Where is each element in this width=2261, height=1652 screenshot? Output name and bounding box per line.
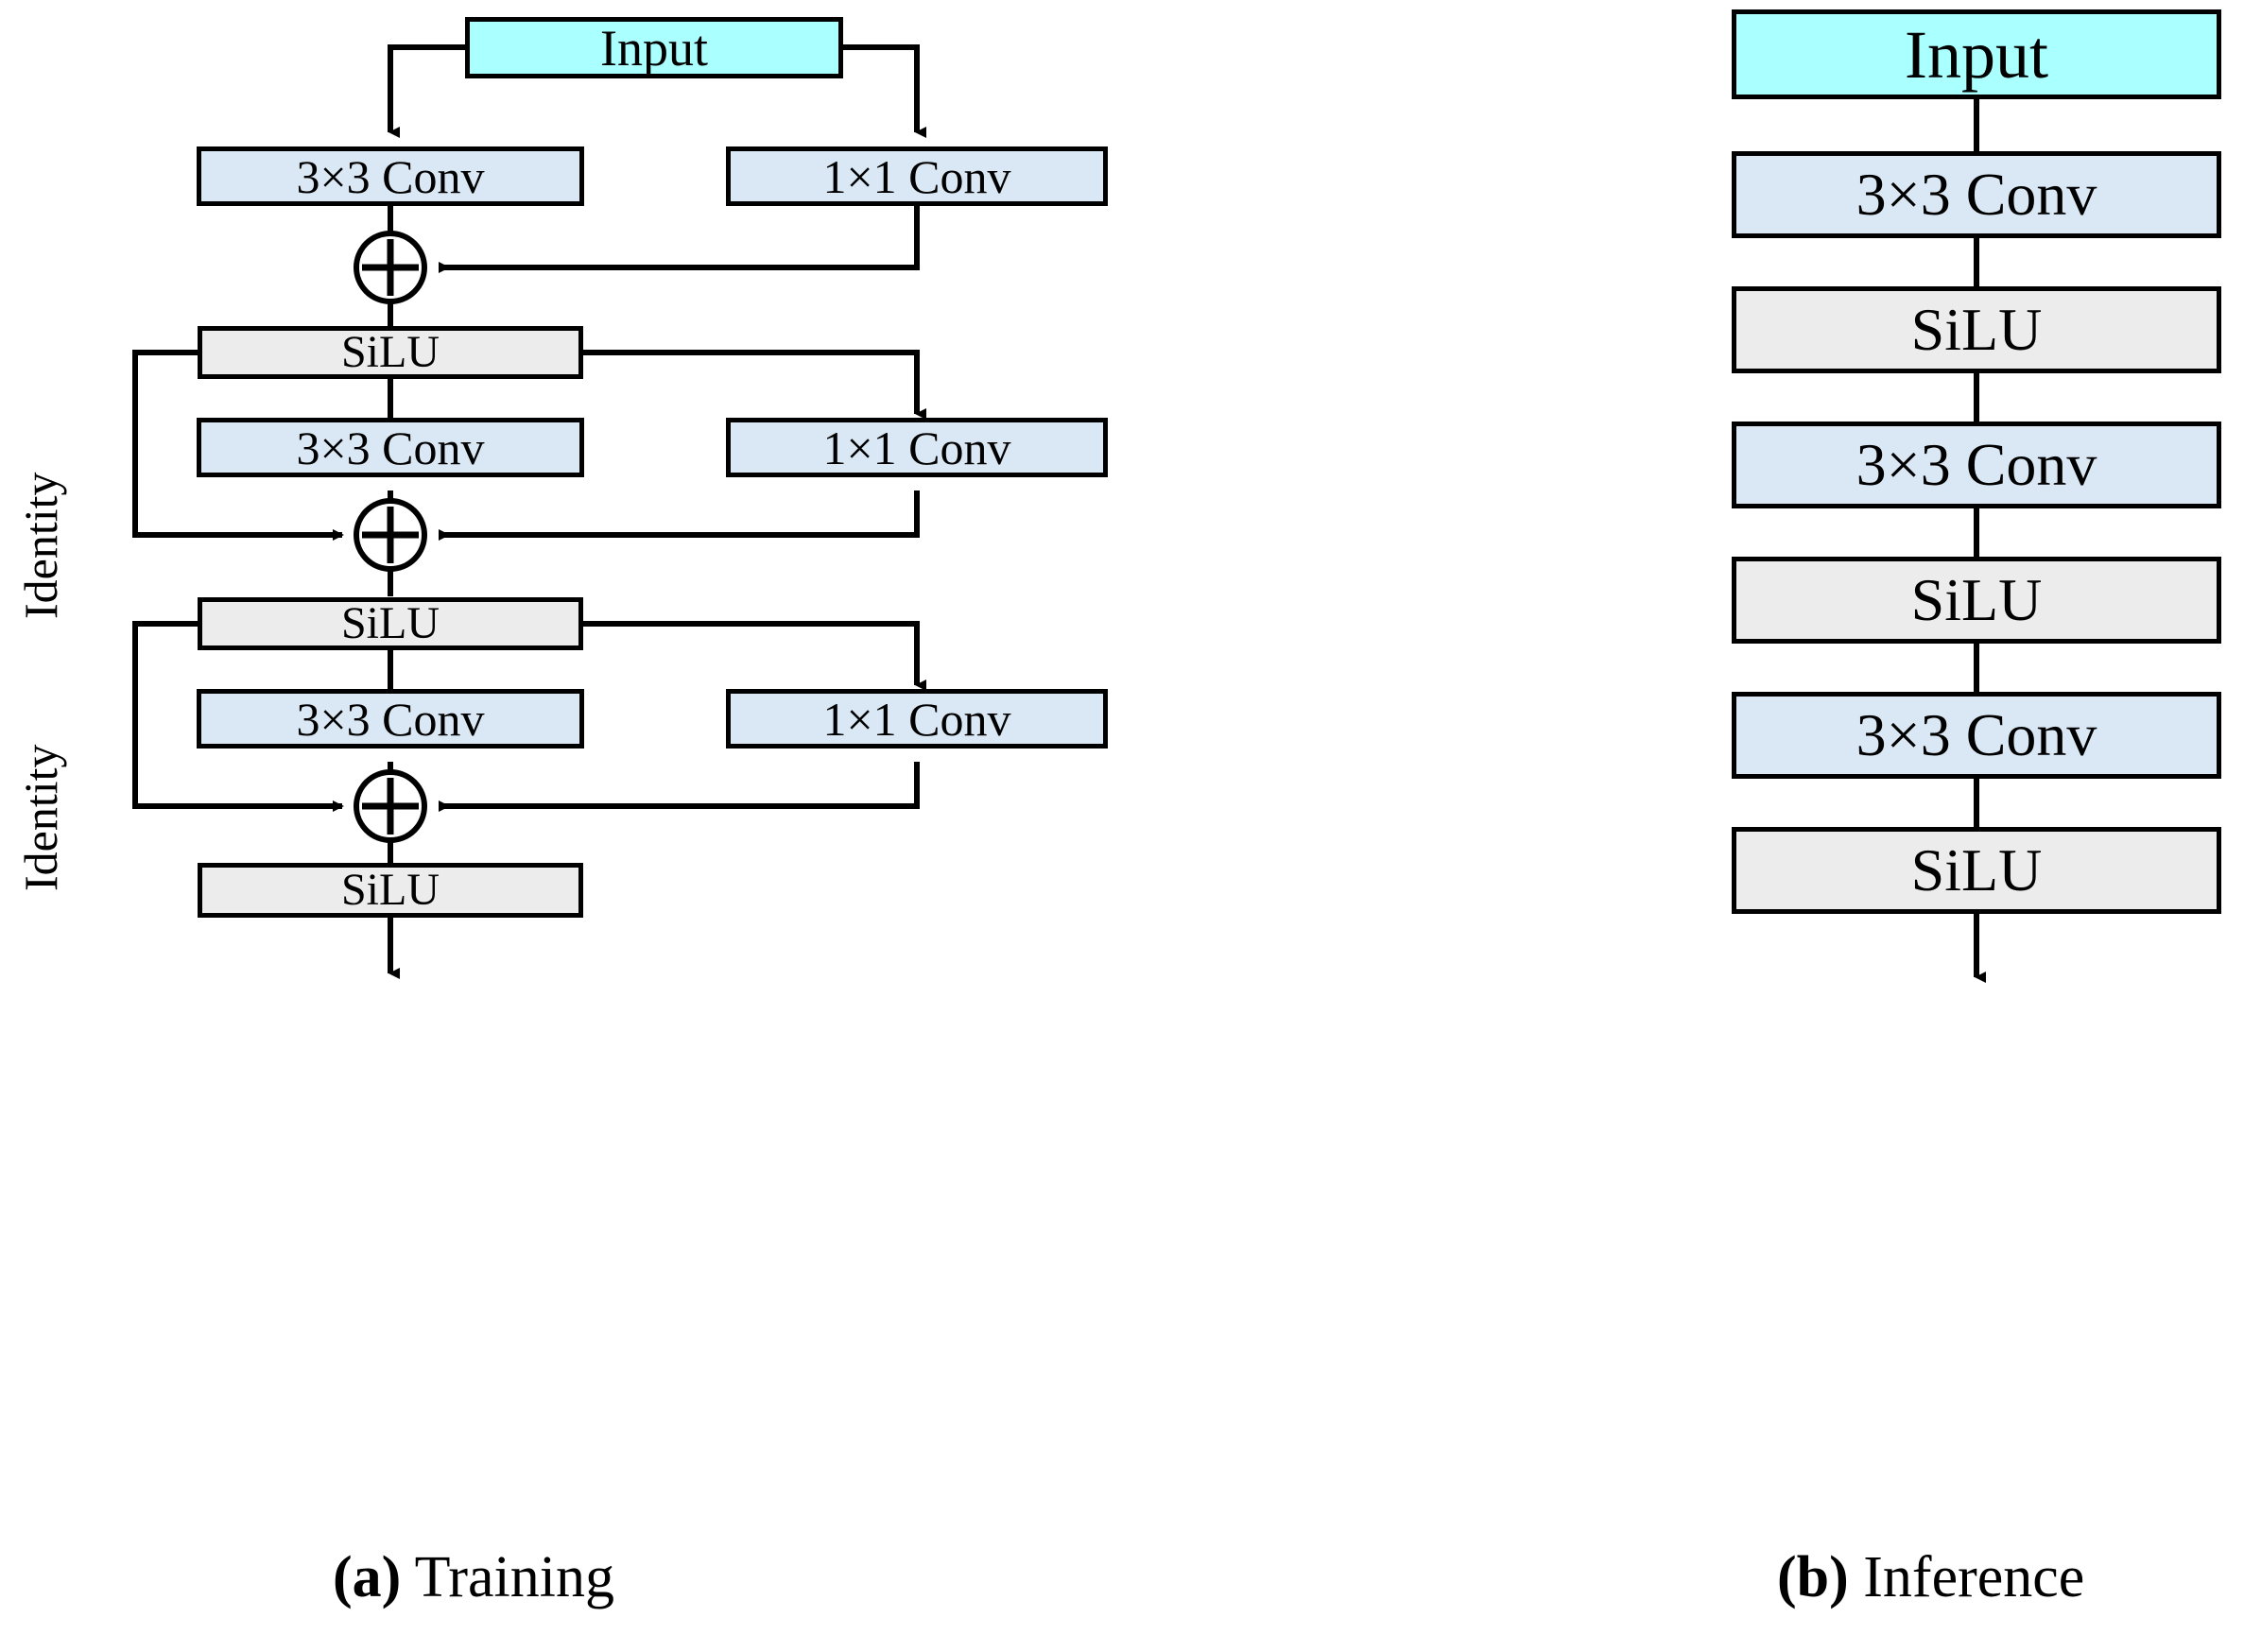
node-label: SiLU [1910, 836, 2043, 903]
node-label: 3×3 Conv [1855, 701, 2097, 768]
node-b-conv-2[interactable]: 3×3 Conv [1732, 422, 2221, 508]
wire-conv1-1-to-add-1 [439, 206, 920, 273]
node-b-conv-1[interactable]: 3×3 Conv [1732, 151, 2221, 238]
node-a-conv1-3[interactable]: 1×1 Conv [726, 689, 1108, 749]
add-node-1 [354, 231, 427, 304]
node-label: 1×1 Conv [822, 692, 1011, 746]
node-label: 3×3 Conv [296, 149, 485, 203]
node-a-silu-2[interactable]: SiLU [198, 597, 583, 650]
node-label: Input [1905, 16, 2048, 93]
wire-conv1-3-to-add-3 [439, 762, 920, 812]
add-nodes-layer [354, 231, 427, 843]
node-label: 3×3 Conv [1855, 431, 2097, 498]
node-label: SiLU [340, 865, 440, 915]
node-label: 3×3 Conv [296, 692, 485, 746]
node-label: 1×1 Conv [822, 149, 1011, 203]
add-node-2 [354, 498, 427, 572]
node-a-silu-1[interactable]: SiLU [198, 326, 583, 379]
node-b-conv-3[interactable]: 3×3 Conv [1732, 692, 2221, 779]
wire-input-to-conv3-1 [388, 44, 465, 138]
wire-silu-1-to-conv1-2 [583, 350, 926, 420]
node-label: 1×1 Conv [822, 421, 1011, 474]
caption-text: Training [401, 1545, 614, 1609]
wire-conv1-2-to-add-2 [439, 490, 920, 541]
caption-tag: (a) [333, 1545, 402, 1609]
node-a-conv3-2[interactable]: 3×3 Conv [197, 418, 584, 477]
node-a-silu-3[interactable]: SiLU [198, 863, 583, 918]
node-a-conv3-1[interactable]: 3×3 Conv [197, 146, 584, 206]
caption-panel-b: (b) Inference [1777, 1548, 2084, 1607]
node-b-silu-3[interactable]: SiLU [1732, 827, 2221, 914]
node-a-conv1-2[interactable]: 1×1 Conv [726, 418, 1108, 477]
node-label: SiLU [1910, 296, 2043, 363]
wire-silu-2-to-conv1-3 [583, 621, 926, 691]
node-label: 3×3 Conv [296, 421, 485, 474]
node-label: Input [600, 19, 708, 77]
caption-text: Inference [1848, 1545, 2085, 1609]
identity-label-2: Identity [14, 744, 67, 891]
identity-label-1: Identity [14, 472, 67, 619]
node-label: SiLU [1910, 566, 2043, 633]
node-label: SiLU [340, 598, 440, 648]
caption-tag: (b) [1777, 1545, 1849, 1609]
caption-panel-a: (a) Training [333, 1548, 614, 1607]
node-label: 3×3 Conv [1855, 161, 2097, 228]
node-b-silu-1[interactable]: SiLU [1732, 286, 2221, 373]
add-node-3 [354, 769, 427, 843]
node-a-conv1-1[interactable]: 1×1 Conv [726, 146, 1108, 206]
node-label: SiLU [340, 327, 440, 377]
node-a-conv3-3[interactable]: 3×3 Conv [197, 689, 584, 749]
node-b-input[interactable]: Input [1732, 9, 2221, 99]
node-a-input[interactable]: Input [465, 17, 843, 78]
node-b-silu-2[interactable]: SiLU [1732, 557, 2221, 644]
